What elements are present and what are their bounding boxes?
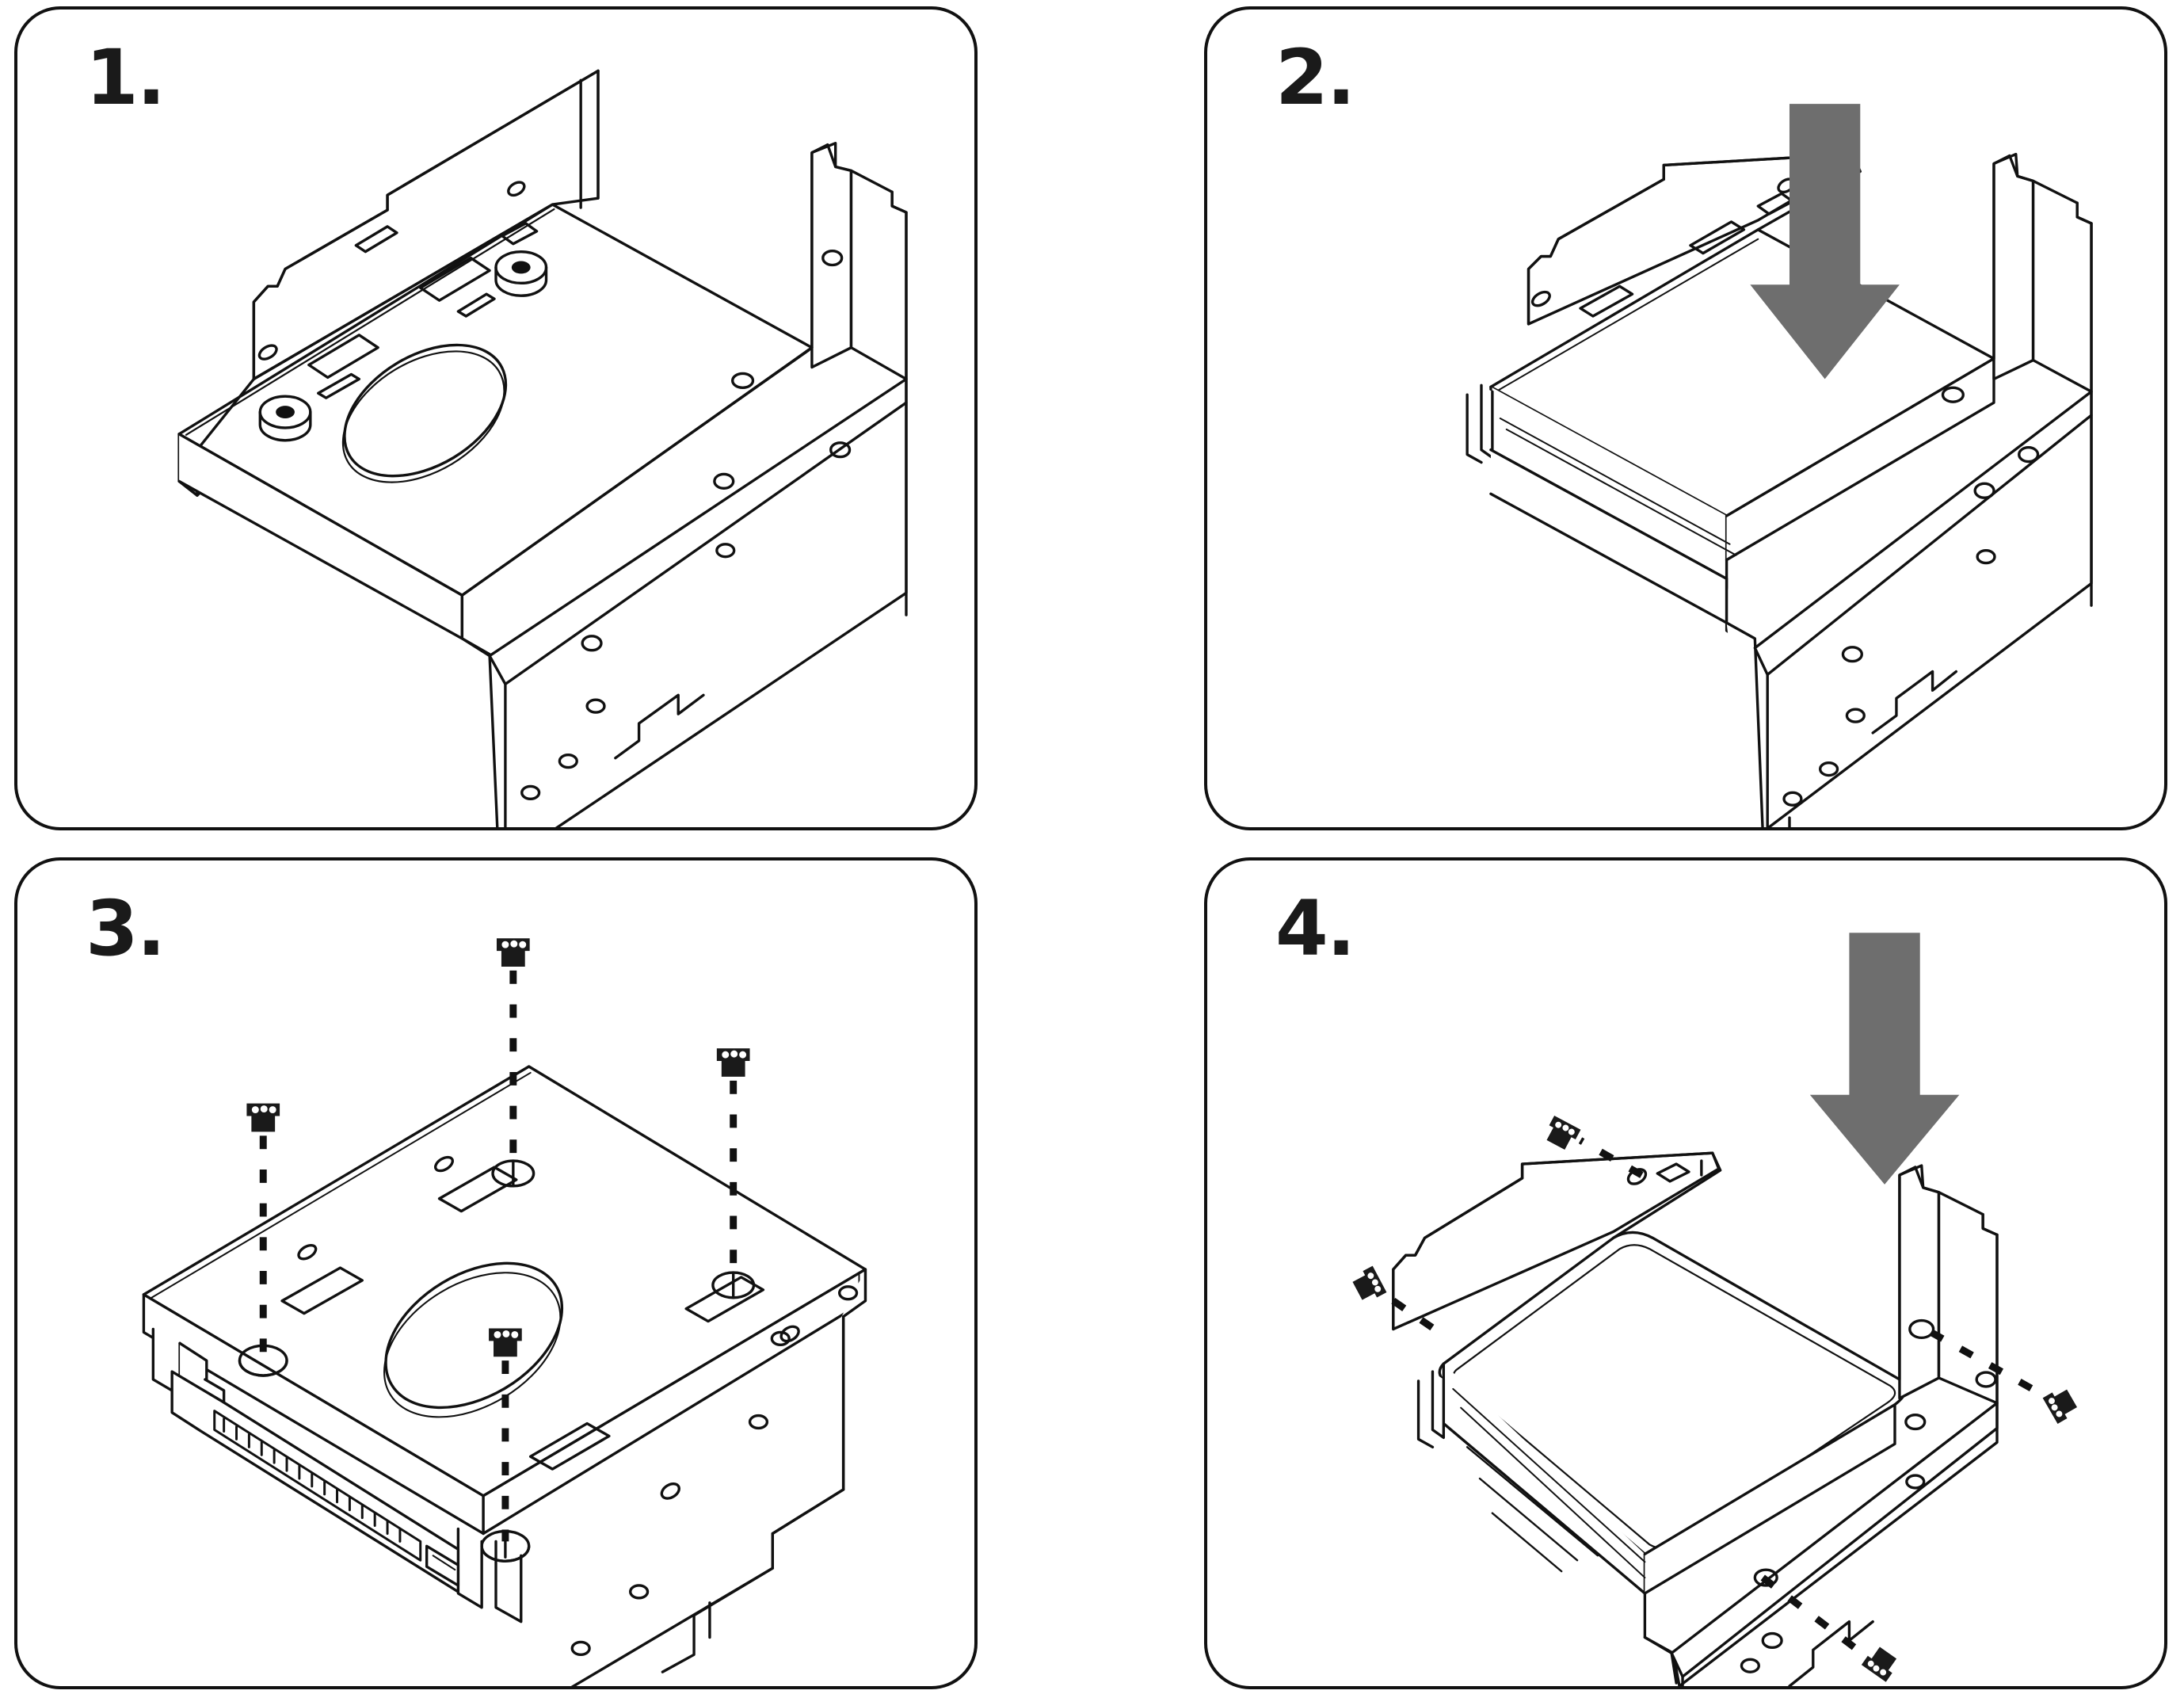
illustration-assembly-into-bay-with-side-screws [1207, 860, 2164, 1686]
step-panel-4: 4. [1204, 857, 2167, 1689]
step-number-2: 2. [1275, 33, 1355, 122]
step-panel-2: 2. [1204, 6, 2167, 830]
illustration-mounting-bracket-empty [17, 10, 974, 827]
screw-icon [1352, 1116, 2078, 1682]
step-number-1: 1. [86, 33, 166, 122]
down-arrow-icon [1750, 104, 1900, 380]
dashed-guide-line [259, 970, 738, 1542]
illustration-bracket-underside-with-screws [17, 860, 974, 1686]
step-number-4: 4. [1275, 884, 1355, 973]
screw-icon [246, 938, 750, 1357]
step-panel-3: 3. [14, 857, 978, 1689]
dashed-guide-line [1391, 1137, 2040, 1656]
step-number-3: 3. [86, 884, 166, 973]
down-arrow-icon [1809, 933, 1960, 1185]
step-panel-1: 1. [14, 6, 978, 830]
illustration-bracket-with-drive-inserting [1207, 10, 2164, 827]
